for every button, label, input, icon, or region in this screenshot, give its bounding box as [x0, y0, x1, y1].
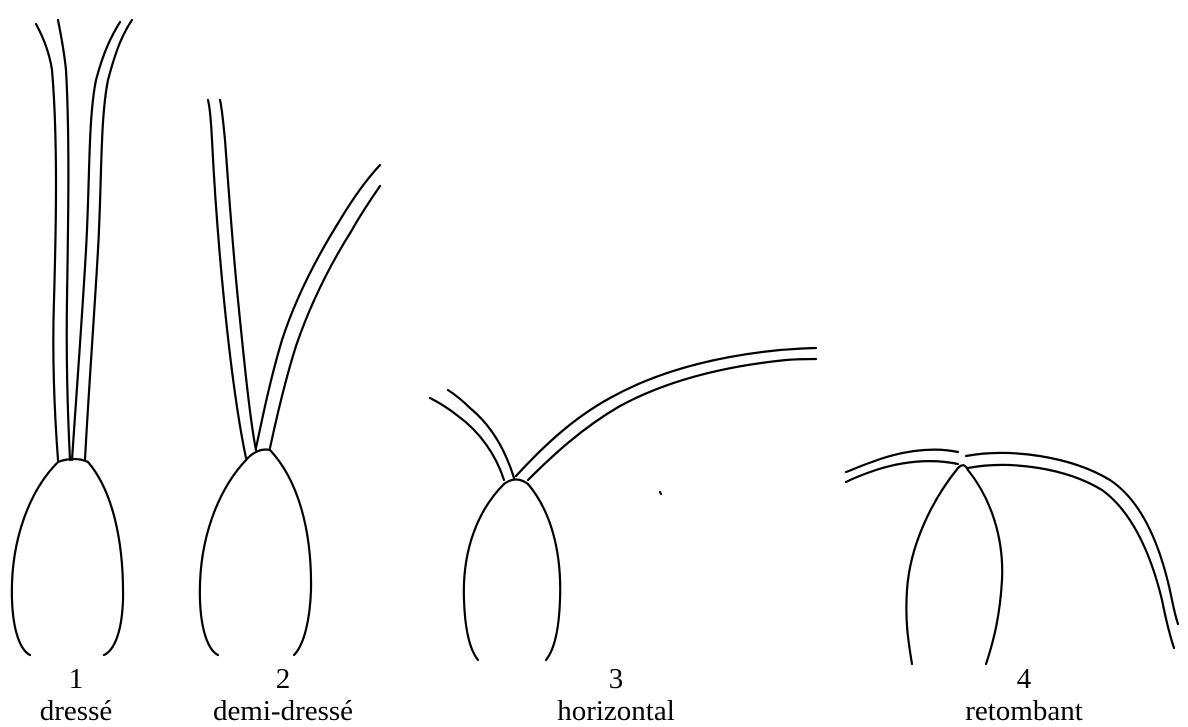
figure-4-right-awn-edge-2: [968, 465, 1174, 648]
figure-4-grain-right-outline: [968, 470, 1002, 664]
figure-3-drawing: [430, 348, 816, 660]
figure-2-upright-awn-edge-2: [220, 100, 256, 450]
figure-3-label: horizontal: [516, 695, 716, 727]
figure-4-label: retombant: [924, 695, 1124, 727]
figure-1-drawing: [12, 20, 132, 655]
figure-1-grain-right-outline: [88, 462, 123, 655]
figure-4-drawing: [846, 450, 1178, 664]
figure-1-label: dressé: [0, 695, 176, 727]
figure-4-grain-top: [958, 465, 968, 470]
figure-4-right-awn-edge-1: [966, 453, 1178, 624]
figure-1-awn-a-edge-1: [36, 24, 58, 460]
figure-1-caption: 1 dressé: [0, 663, 176, 727]
figure-2-grain-right-outline: [270, 450, 311, 655]
figure-3-long-awn-edge-1: [516, 348, 816, 476]
figure-3-long-awn-edge-2: [528, 359, 816, 480]
figure-2-caption: 2 demi-dressé: [183, 663, 383, 727]
figure-2-number: 2: [183, 663, 383, 695]
figure-3-short-awn-edge-1: [430, 398, 504, 480]
figure-3-grain-top: [504, 480, 528, 485]
figure-3-number: 3: [516, 663, 716, 695]
figure-3-caption: 3 horizontal: [516, 663, 716, 727]
figure-1-grain-left-outline: [12, 462, 58, 655]
figure-3-grain-right-outline: [528, 484, 560, 660]
figure-4-caption: 4 retombant: [924, 663, 1124, 727]
figure-2-drawing: [200, 100, 380, 655]
figure-3-grain-left-outline: [464, 484, 504, 660]
figure-1-number: 1: [0, 663, 176, 695]
figure-3-small-speck: [660, 492, 661, 494]
figure-2-spread-awn-edge-2: [270, 186, 380, 448]
figure-3-short-awn-edge-2: [448, 390, 514, 478]
figure-2-label: demi-dressé: [183, 695, 383, 727]
figure-1-awn-a-edge-2: [58, 20, 70, 460]
figure-1-awn-b-edge-2: [85, 20, 132, 460]
figure-4-grain-left-outline: [906, 468, 958, 664]
figure-2-grain-top: [246, 449, 270, 460]
figure-2-grain-left-outline: [200, 460, 246, 655]
figure-1-awn-b-edge-1: [72, 22, 120, 460]
figure-4-number: 4: [924, 663, 1124, 695]
figure-2-spread-awn-edge-1: [256, 165, 380, 448]
